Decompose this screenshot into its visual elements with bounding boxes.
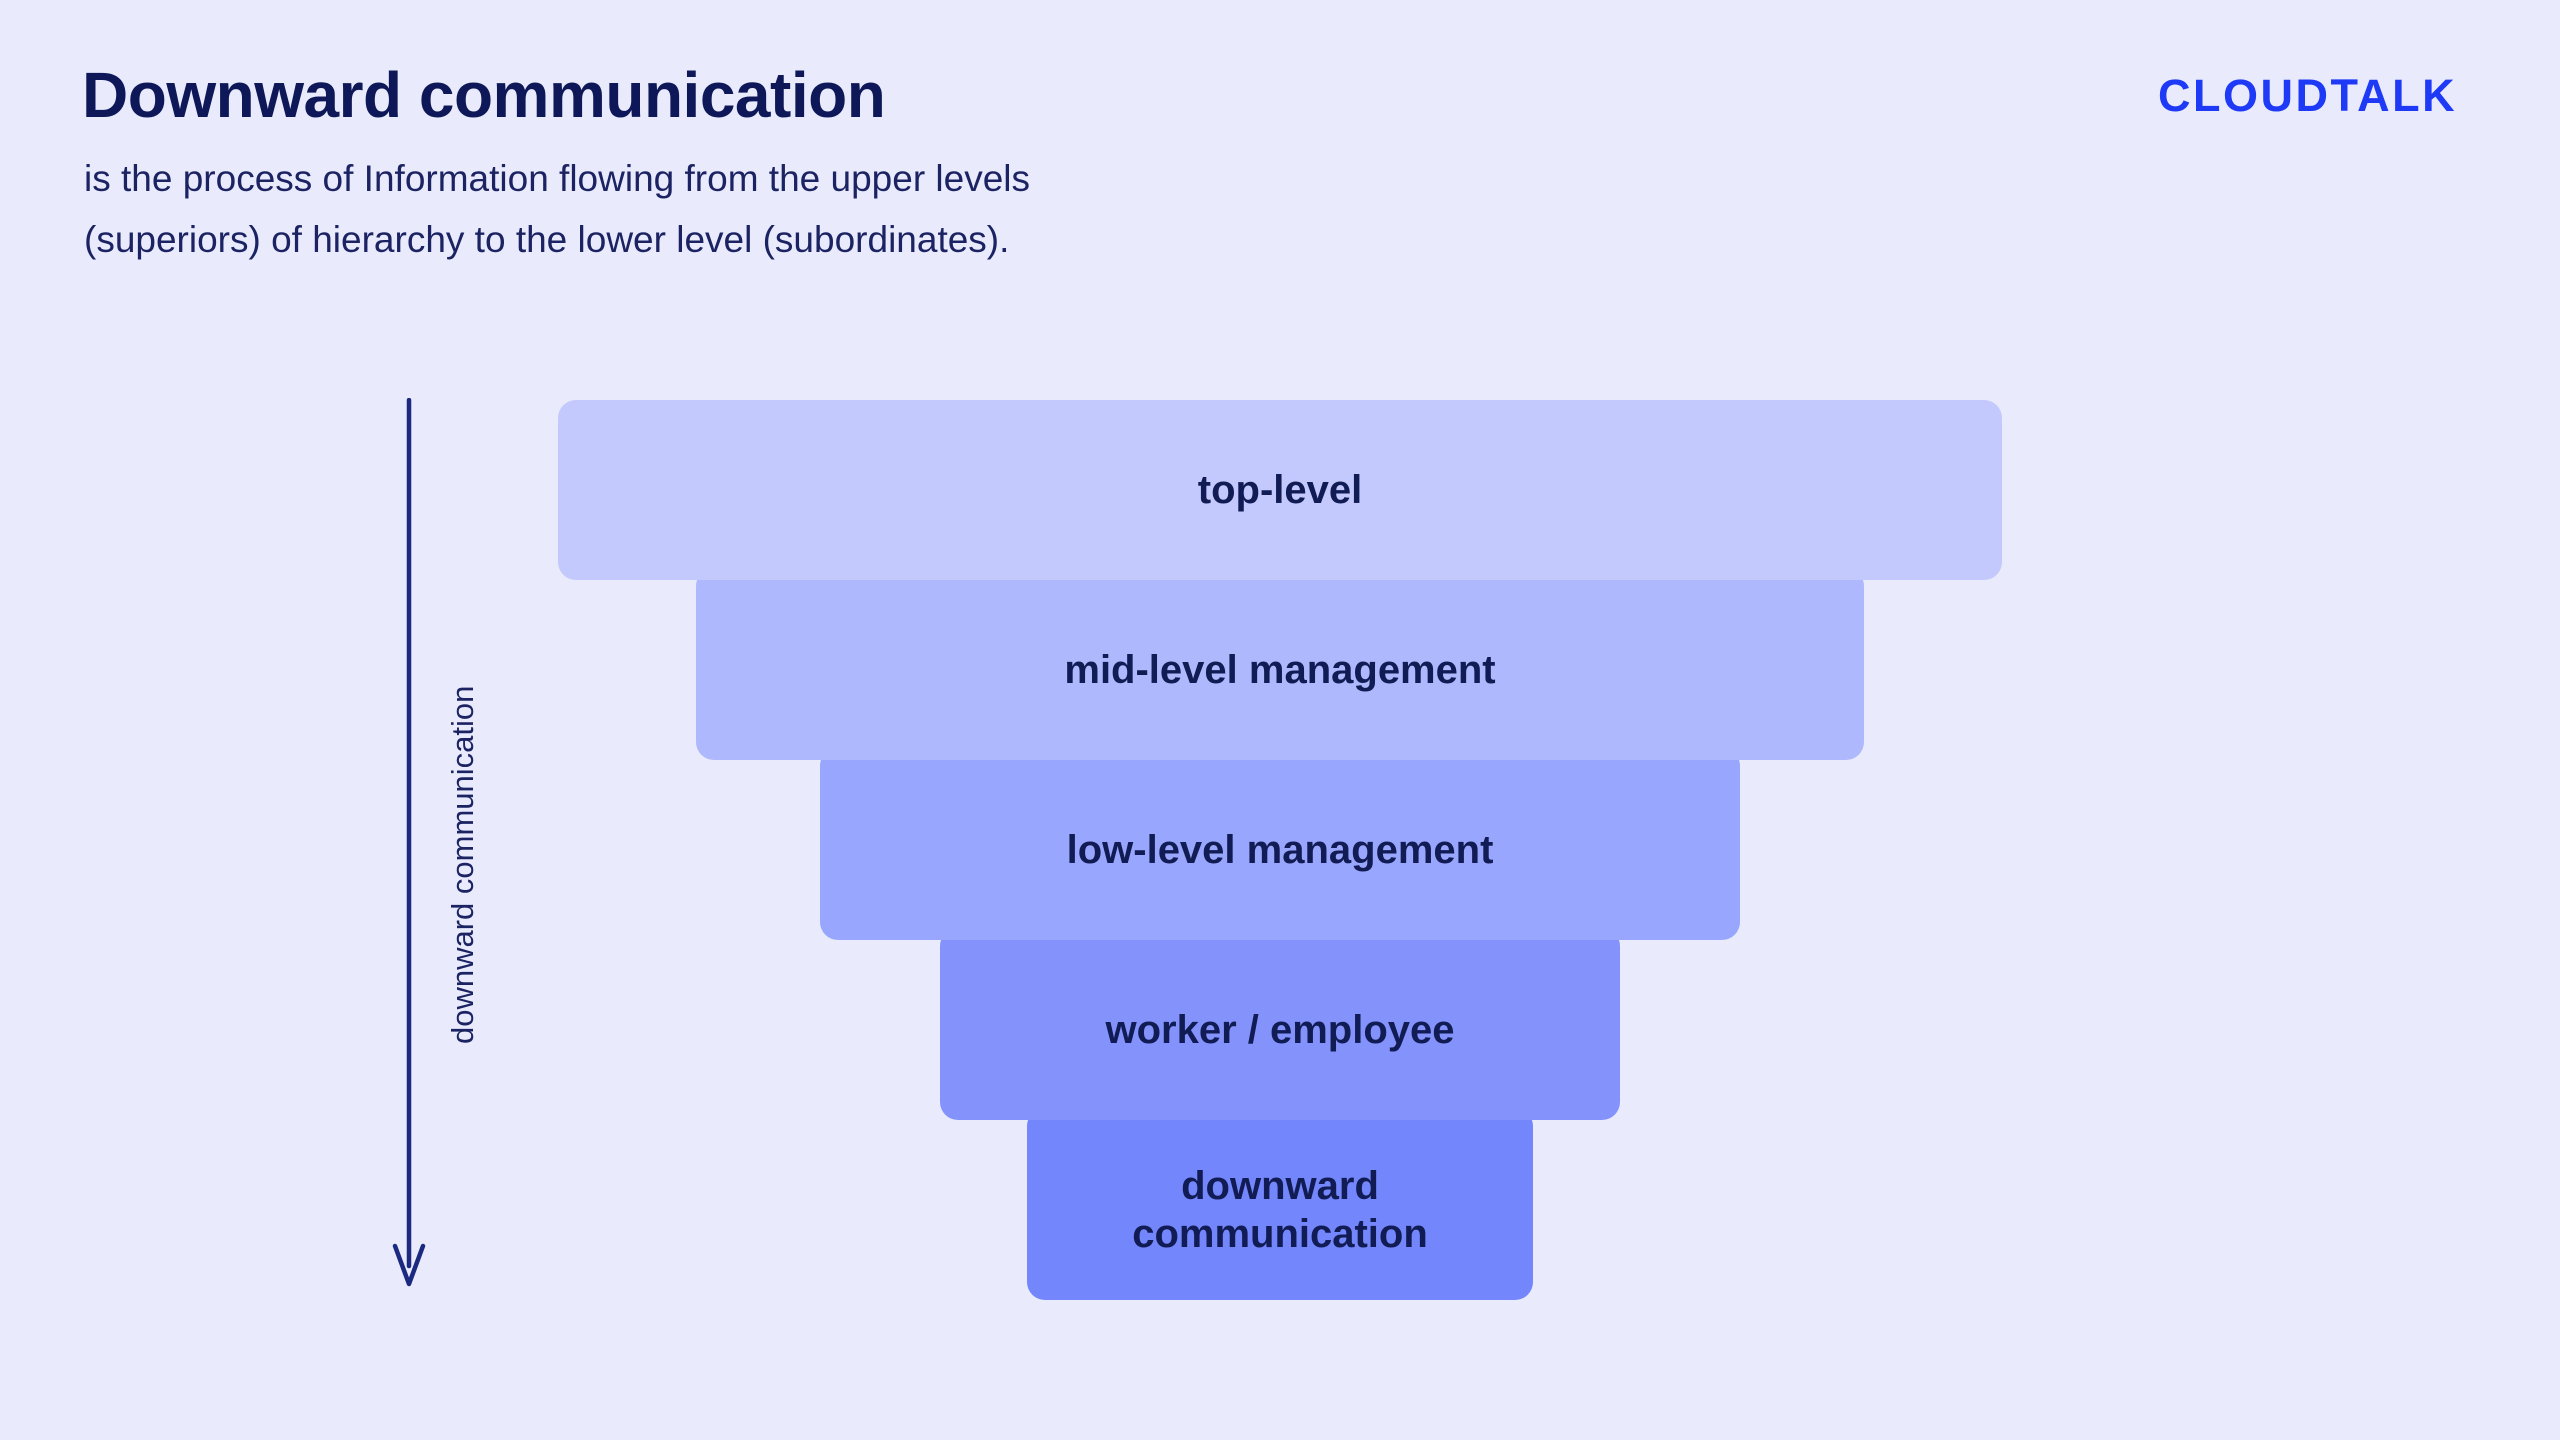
subtitle-line: (superiors) of hierarchy to the lower le… [84,219,1010,260]
cloudtalk-logo: CLOUDTALK [2158,70,2458,121]
arrow-head [392,1243,426,1287]
page-title: Downward communication [82,59,886,131]
arrow-axis-label: downward communication [445,685,480,1045]
funnel-level-downward-communication: downward communication [1027,1108,1533,1300]
funnel-level-top-level: top-level [558,400,2002,580]
funnel-level-worker-employee: worker / employee [940,928,1620,1120]
page-subtitle: is the process of Information flowing fr… [84,148,1030,270]
funnel-level-mid-level-management: mid-level management [696,568,1864,760]
downward-arrow-icon [392,398,426,1287]
funnel-level-low-level-management: low-level management [820,748,1740,940]
subtitle-line: is the process of Information flowing fr… [84,158,1031,199]
